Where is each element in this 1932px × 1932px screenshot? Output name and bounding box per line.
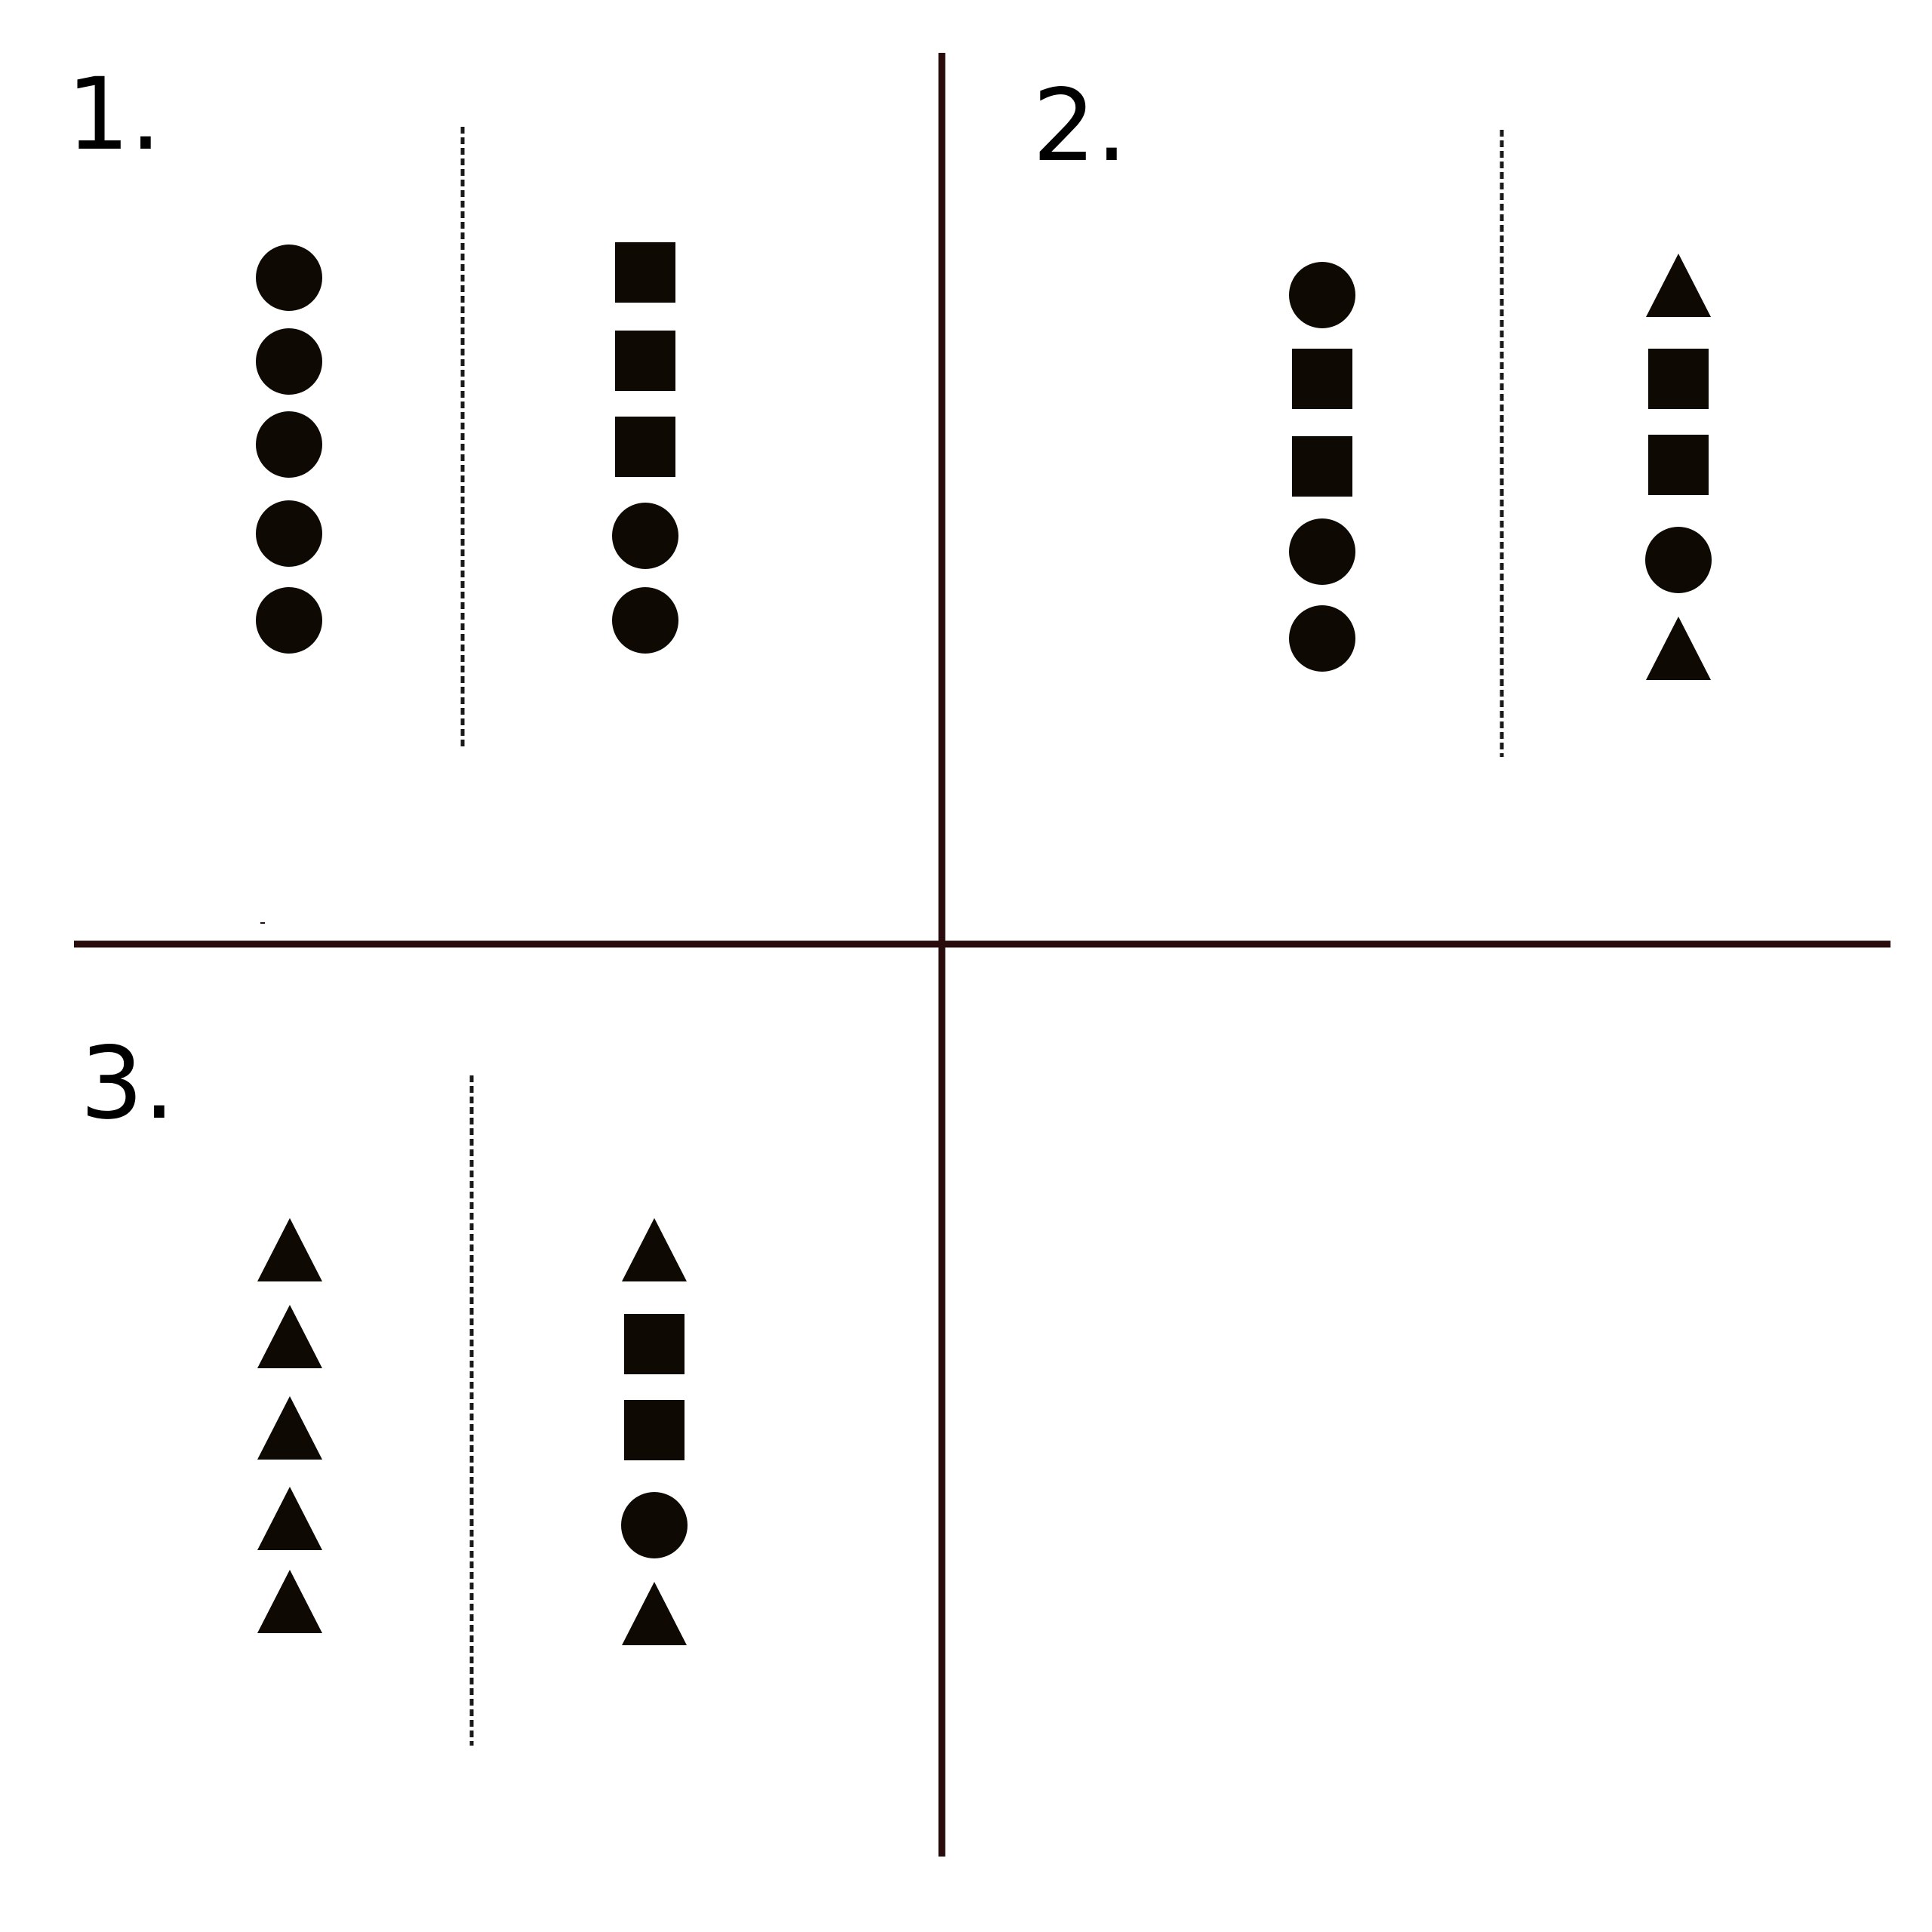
square-shape [1292,436,1352,497]
panel-label: 2. [1032,68,1128,184]
triangle-shape [622,1582,687,1645]
square-shape [615,331,675,391]
triangle-shape [1646,617,1711,680]
circle-shape [612,503,678,569]
right-shape-column [621,1218,688,1645]
square-shape [615,417,675,477]
triangle-shape [622,1218,687,1281]
triangle-shape [257,1570,322,1633]
left-shape-column [257,1218,322,1633]
circle-shape [256,587,322,654]
right-shape-column [612,242,678,654]
panel-2: 2. [1032,68,1712,757]
panel-1: 1. [66,57,678,747]
panel-label: 3. [80,1026,175,1142]
circle-shape [256,328,322,395]
square-shape [624,1314,685,1374]
circle-shape [621,1492,688,1558]
triangle-shape [257,1305,322,1368]
triangle-shape [257,1218,322,1281]
circle-shape [256,245,322,311]
circle-shape [1645,527,1712,593]
circle-shape [612,587,678,654]
square-shape [1648,349,1709,409]
right-shape-column [1645,254,1712,680]
left-shape-column [1289,262,1355,672]
circle-shape [256,411,322,478]
square-shape [1292,349,1352,409]
circle-shape [256,500,322,567]
circle-shape [1289,262,1355,328]
panel-label: 1. [66,57,162,173]
square-shape [1648,435,1709,495]
triangle-shape [257,1396,322,1460]
square-shape [624,1400,685,1460]
square-shape [615,242,675,303]
triangle-shape [1646,254,1711,317]
circle-shape [1289,605,1355,672]
panel-3: 3. [80,1026,688,1746]
triangle-shape [257,1487,322,1550]
circle-shape [1289,518,1355,585]
left-shape-column [256,245,322,654]
